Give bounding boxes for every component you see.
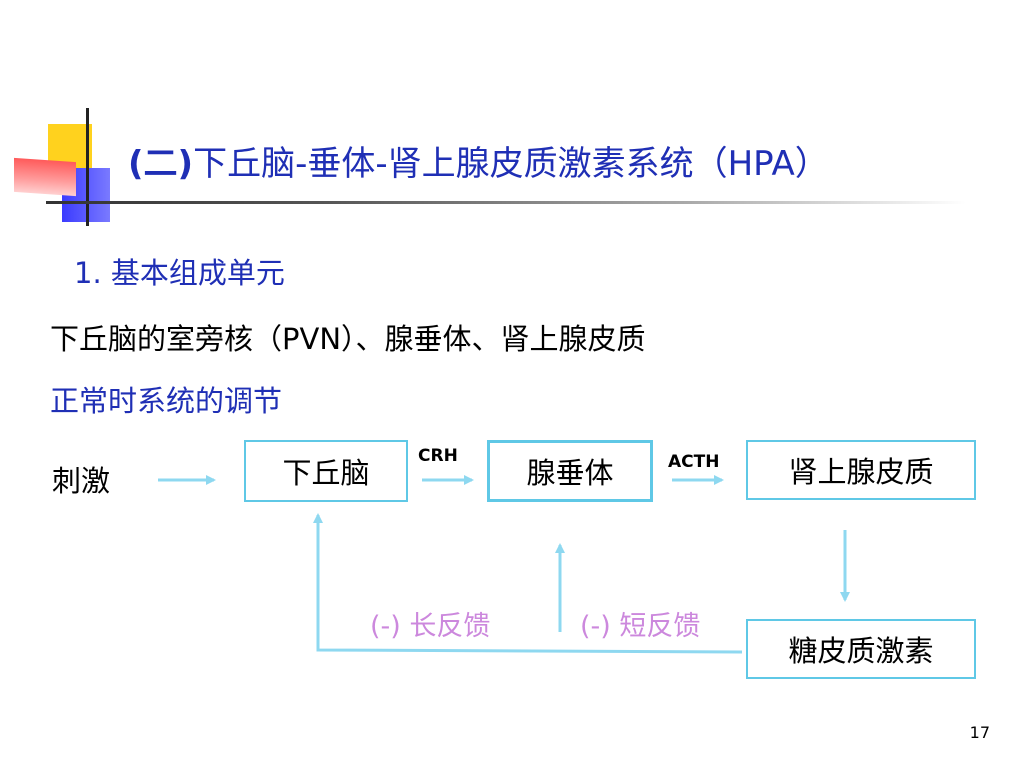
long-feedback-label: (-) 长反馈 bbox=[370, 611, 491, 642]
section-heading: 1. 基本组成单元 bbox=[74, 256, 285, 290]
title-underline bbox=[46, 201, 966, 204]
arrow-long-feedback bbox=[313, 513, 743, 654]
node-pituitary: 腺垂体 bbox=[487, 440, 653, 502]
stimulus-label: 刺激 bbox=[52, 464, 111, 498]
logo-vertical-line bbox=[86, 108, 89, 226]
node-glucocorticoid: 糖皮质激素 bbox=[746, 619, 976, 679]
slide-title: (二)下丘脑-垂体-肾上腺皮质激素系统（HPA） bbox=[128, 136, 829, 185]
hormone-label-acth: ACTH bbox=[668, 452, 720, 472]
node-hypothalamus-label: 下丘脑 bbox=[282, 456, 370, 490]
components-line: 下丘脑的室旁核（PVN）、腺垂体、肾上腺皮质 bbox=[50, 322, 646, 356]
hormone-label-crh: CRH bbox=[418, 446, 458, 466]
node-hypothalamus: 下丘脑 bbox=[244, 440, 408, 502]
short-feedback-label: (-) 短反馈 bbox=[580, 611, 701, 642]
title-main: 下丘脑-垂体-肾上腺皮质激素系统（HPA） bbox=[193, 144, 829, 184]
title-prefix: (二) bbox=[128, 144, 194, 184]
node-adrenal-cortex-label: 肾上腺皮质 bbox=[788, 455, 934, 489]
regulation-heading: 正常时系统的调节 bbox=[50, 384, 283, 418]
page-number: 17 bbox=[969, 723, 990, 742]
node-adrenal-cortex: 肾上腺皮质 bbox=[746, 440, 976, 500]
node-glucocorticoid-label: 糖皮质激素 bbox=[788, 634, 934, 668]
node-pituitary-label: 腺垂体 bbox=[526, 456, 614, 490]
